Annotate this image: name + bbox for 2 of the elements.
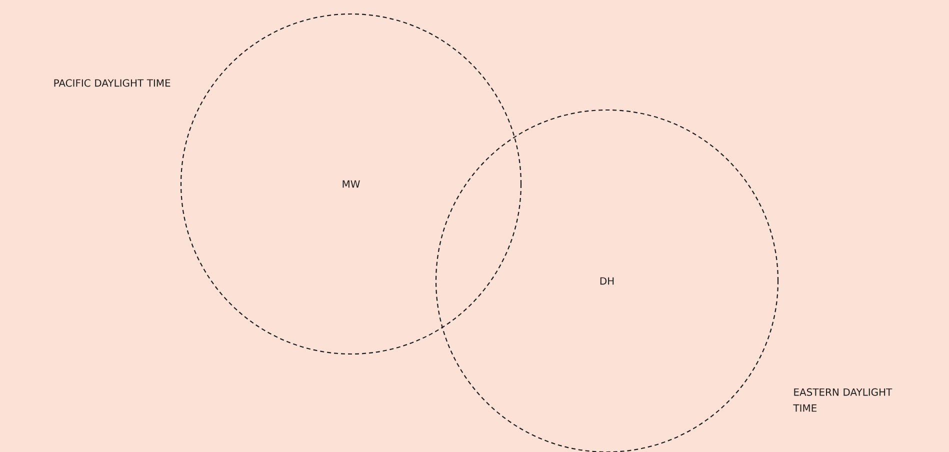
time-zone-label: EASTERN DAYLIGHT TIME — [793, 388, 892, 412]
time-zone-label: PACIFIC DAYLIGHT TIME — [54, 79, 170, 87]
